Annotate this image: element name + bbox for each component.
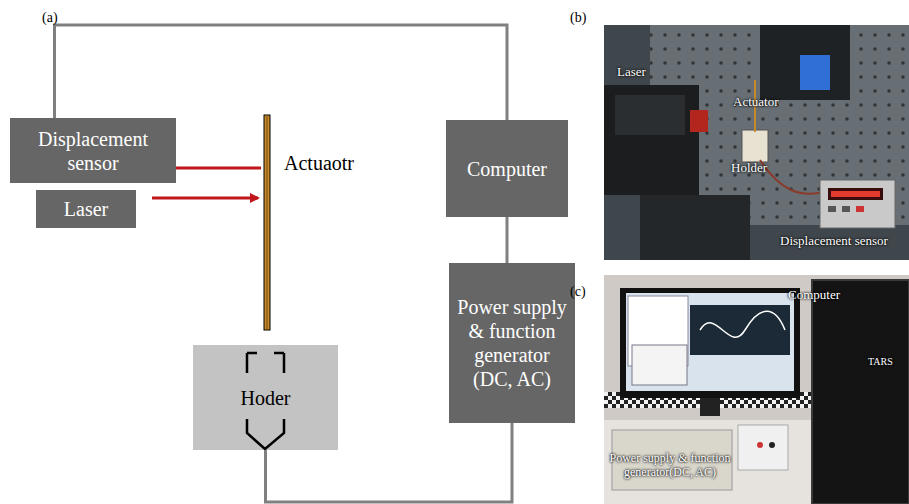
wire [506,217,509,263]
photo-label: Displacement sensor [780,233,888,249]
brand-label: TARS [868,356,893,367]
computer-box: Computer [446,120,568,217]
node-text: Displacement sensor [10,127,176,175]
power-supply-box: Power supply & function generator (DC, A… [449,263,575,423]
sensor-box: Displacement sensor [10,118,176,183]
holder-box: Hoder [193,345,338,450]
photo-label: Laser [617,64,646,80]
node-text: Hoder [235,386,297,410]
actuator-rod [264,115,270,330]
photo-equipment [604,275,909,504]
photo-label: Actuator [733,94,778,110]
node-text: Power supply & function generator (DC, A… [449,295,575,391]
node-text: Laser [58,197,114,221]
photo-label: Computer [788,287,840,303]
wire [55,25,508,120]
laser-box: Laser [36,190,136,228]
panel-label: (c) [570,284,586,300]
photo-label: Power supply & function generator(DC, AC… [606,452,734,480]
photo-setup [604,25,909,260]
part-label: Actuaotr [284,152,354,175]
panel-label: (a) [42,10,58,26]
panel-label: (b) [570,10,586,26]
node-text: Computer [461,157,553,181]
photo-label: Holder [731,160,767,176]
laser-beam [152,197,258,200]
